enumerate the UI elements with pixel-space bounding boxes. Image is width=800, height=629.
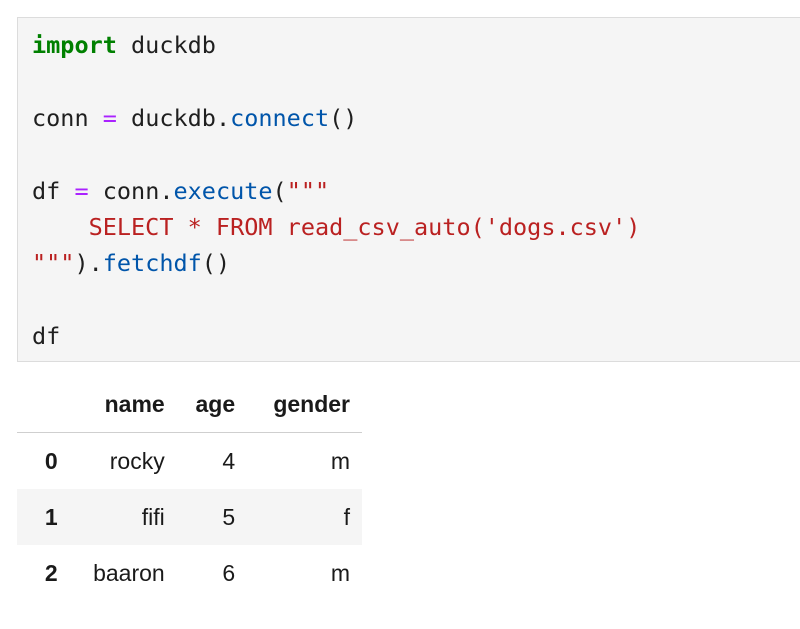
table-header-row: name age gender <box>17 376 362 433</box>
cell-name: rocky <box>109 447 165 474</box>
cell-age: 4 <box>222 447 236 474</box>
import-keyword: import <box>32 31 117 59</box>
cell-gender: m <box>330 447 350 474</box>
code-token: conn <box>32 104 103 132</box>
code-token: () <box>201 249 231 277</box>
sql-string: SELECT * FROM read_csv_auto('dogs.csv') <box>32 213 641 241</box>
cell-gender: m <box>330 559 350 586</box>
column-header-gender: gender <box>235 376 362 433</box>
code-line-fetchdf: """).fetchdf() <box>32 246 230 280</box>
dataframe-table: name age gender 0 rocky 4 m 1 fifi 5 f 2… <box>17 376 362 601</box>
row-index: 0 <box>44 447 58 474</box>
row-index: 2 <box>44 559 58 586</box>
assign-operator: = <box>102 104 117 132</box>
table-row: 1 fifi 5 f <box>17 489 362 545</box>
string-literal: """ <box>32 249 75 277</box>
string-literal: """ <box>286 177 330 205</box>
code-token: duckdb. <box>116 104 231 132</box>
code-line-execute: df = conn.execute(""" <box>32 174 329 208</box>
function-name: connect <box>230 104 330 132</box>
table-row: 0 rocky 4 m <box>17 433 362 490</box>
code-line-import: import duckdb <box>32 28 216 62</box>
column-header-name: name <box>57 376 165 433</box>
cell-gender: f <box>343 503 350 530</box>
code-token: ( <box>272 177 287 205</box>
index-header <box>17 376 58 433</box>
code-line-df: df <box>32 319 60 353</box>
cell-age: 5 <box>222 503 236 530</box>
code-line-connect: conn = duckdb.connect() <box>32 101 357 135</box>
code-token: conn. <box>88 177 174 205</box>
code-line-sql: SELECT * FROM read_csv_auto('dogs.csv') <box>32 210 641 244</box>
cell-name: baaron <box>93 559 165 586</box>
cell-name: fifi <box>141 503 165 530</box>
cell-age: 6 <box>222 559 236 586</box>
module-name: duckdb <box>116 31 216 59</box>
assign-operator: = <box>74 177 89 205</box>
table-row: 2 baaron 6 m <box>17 545 362 601</box>
function-name: fetchdf <box>102 249 202 277</box>
row-index: 1 <box>44 503 58 530</box>
cell-output: name age gender 0 rocky 4 m 1 fifi 5 f 2… <box>17 376 362 601</box>
code-token: ). <box>74 249 103 277</box>
code-cell[interactable]: import duckdb conn = duckdb.connect() df… <box>17 17 800 362</box>
code-token: df <box>32 177 75 205</box>
column-header-age: age <box>164 376 236 433</box>
code-token: df <box>32 322 61 350</box>
code-token: () <box>329 104 358 132</box>
function-name: execute <box>173 177 273 205</box>
